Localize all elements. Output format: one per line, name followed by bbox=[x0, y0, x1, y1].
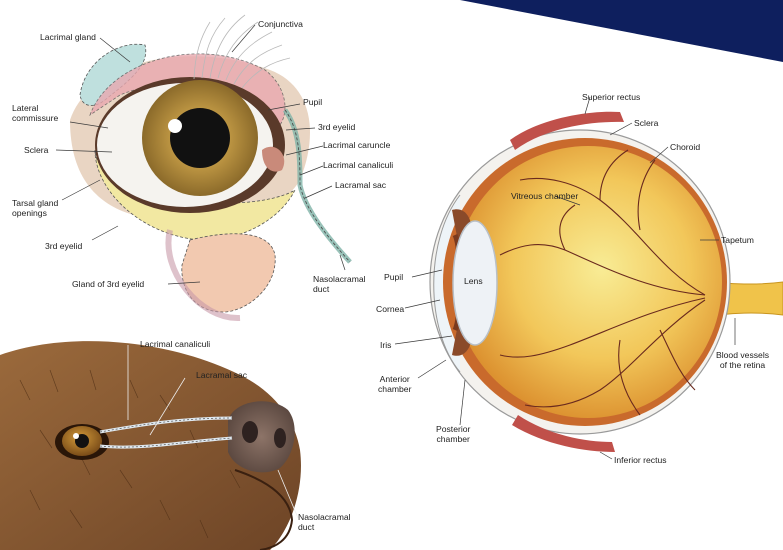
label-nasolacramal-duct-top: Nasolacramal duct bbox=[313, 274, 366, 294]
label-lens: Lens bbox=[464, 276, 483, 286]
label-tapetum: Tapetum bbox=[721, 235, 754, 245]
label-blood-vessels-retina: Blood vessels of the retina bbox=[716, 350, 769, 370]
label-3rd-eyelid-right: 3rd eyelid bbox=[318, 122, 355, 132]
label-sclera-right: Sclera bbox=[634, 118, 658, 128]
label-lacramal-sac-bottom: Lacramal sac bbox=[196, 370, 247, 380]
external-eye-diagram bbox=[70, 15, 350, 318]
eye-cross-section-diagram bbox=[430, 112, 783, 452]
label-gland-of-3rd-eyelid: Gland of 3rd eyelid bbox=[72, 279, 144, 289]
label-conjunctiva: Conjunctiva bbox=[258, 19, 303, 29]
label-inferior-rectus: Inferior rectus bbox=[614, 455, 667, 465]
label-pupil-right: Pupil bbox=[384, 272, 403, 282]
label-cornea: Cornea bbox=[376, 304, 404, 314]
label-nasolacramal-duct-bottom: Nasolacramal duct bbox=[298, 512, 351, 532]
label-lacramal-sac-top: Lacramal sac bbox=[335, 180, 386, 190]
label-3rd-eyelid-left: 3rd eyelid bbox=[45, 241, 82, 251]
label-tarsal-gland-openings: Tarsal gland openings bbox=[12, 198, 58, 218]
label-lacrimal-canaliculi-bottom: Lacrimal canaliculi bbox=[140, 339, 210, 349]
label-lacrimal-canaliculi-top: Lacrimal canaliculi bbox=[323, 160, 393, 170]
label-vitreous-chamber: Vitreous chamber bbox=[511, 191, 578, 201]
label-iris: Iris bbox=[380, 340, 391, 350]
label-pupil-top: Pupil bbox=[303, 97, 322, 107]
label-superior-rectus: Superior rectus bbox=[582, 92, 640, 102]
label-anterior-chamber: Anterior chamber bbox=[378, 374, 411, 394]
label-lateral-commissure: Lateral commissure bbox=[12, 103, 58, 123]
dog-head-illustration bbox=[0, 341, 301, 550]
label-sclera-top: Sclera bbox=[24, 145, 48, 155]
label-lacrimal-caruncle: Lacrimal caruncle bbox=[323, 140, 390, 150]
label-posterior-chamber: Posterior chamber bbox=[436, 424, 470, 444]
label-lacrimal-gland: Lacrimal gland bbox=[40, 32, 96, 42]
label-choroid: Choroid bbox=[670, 142, 700, 152]
